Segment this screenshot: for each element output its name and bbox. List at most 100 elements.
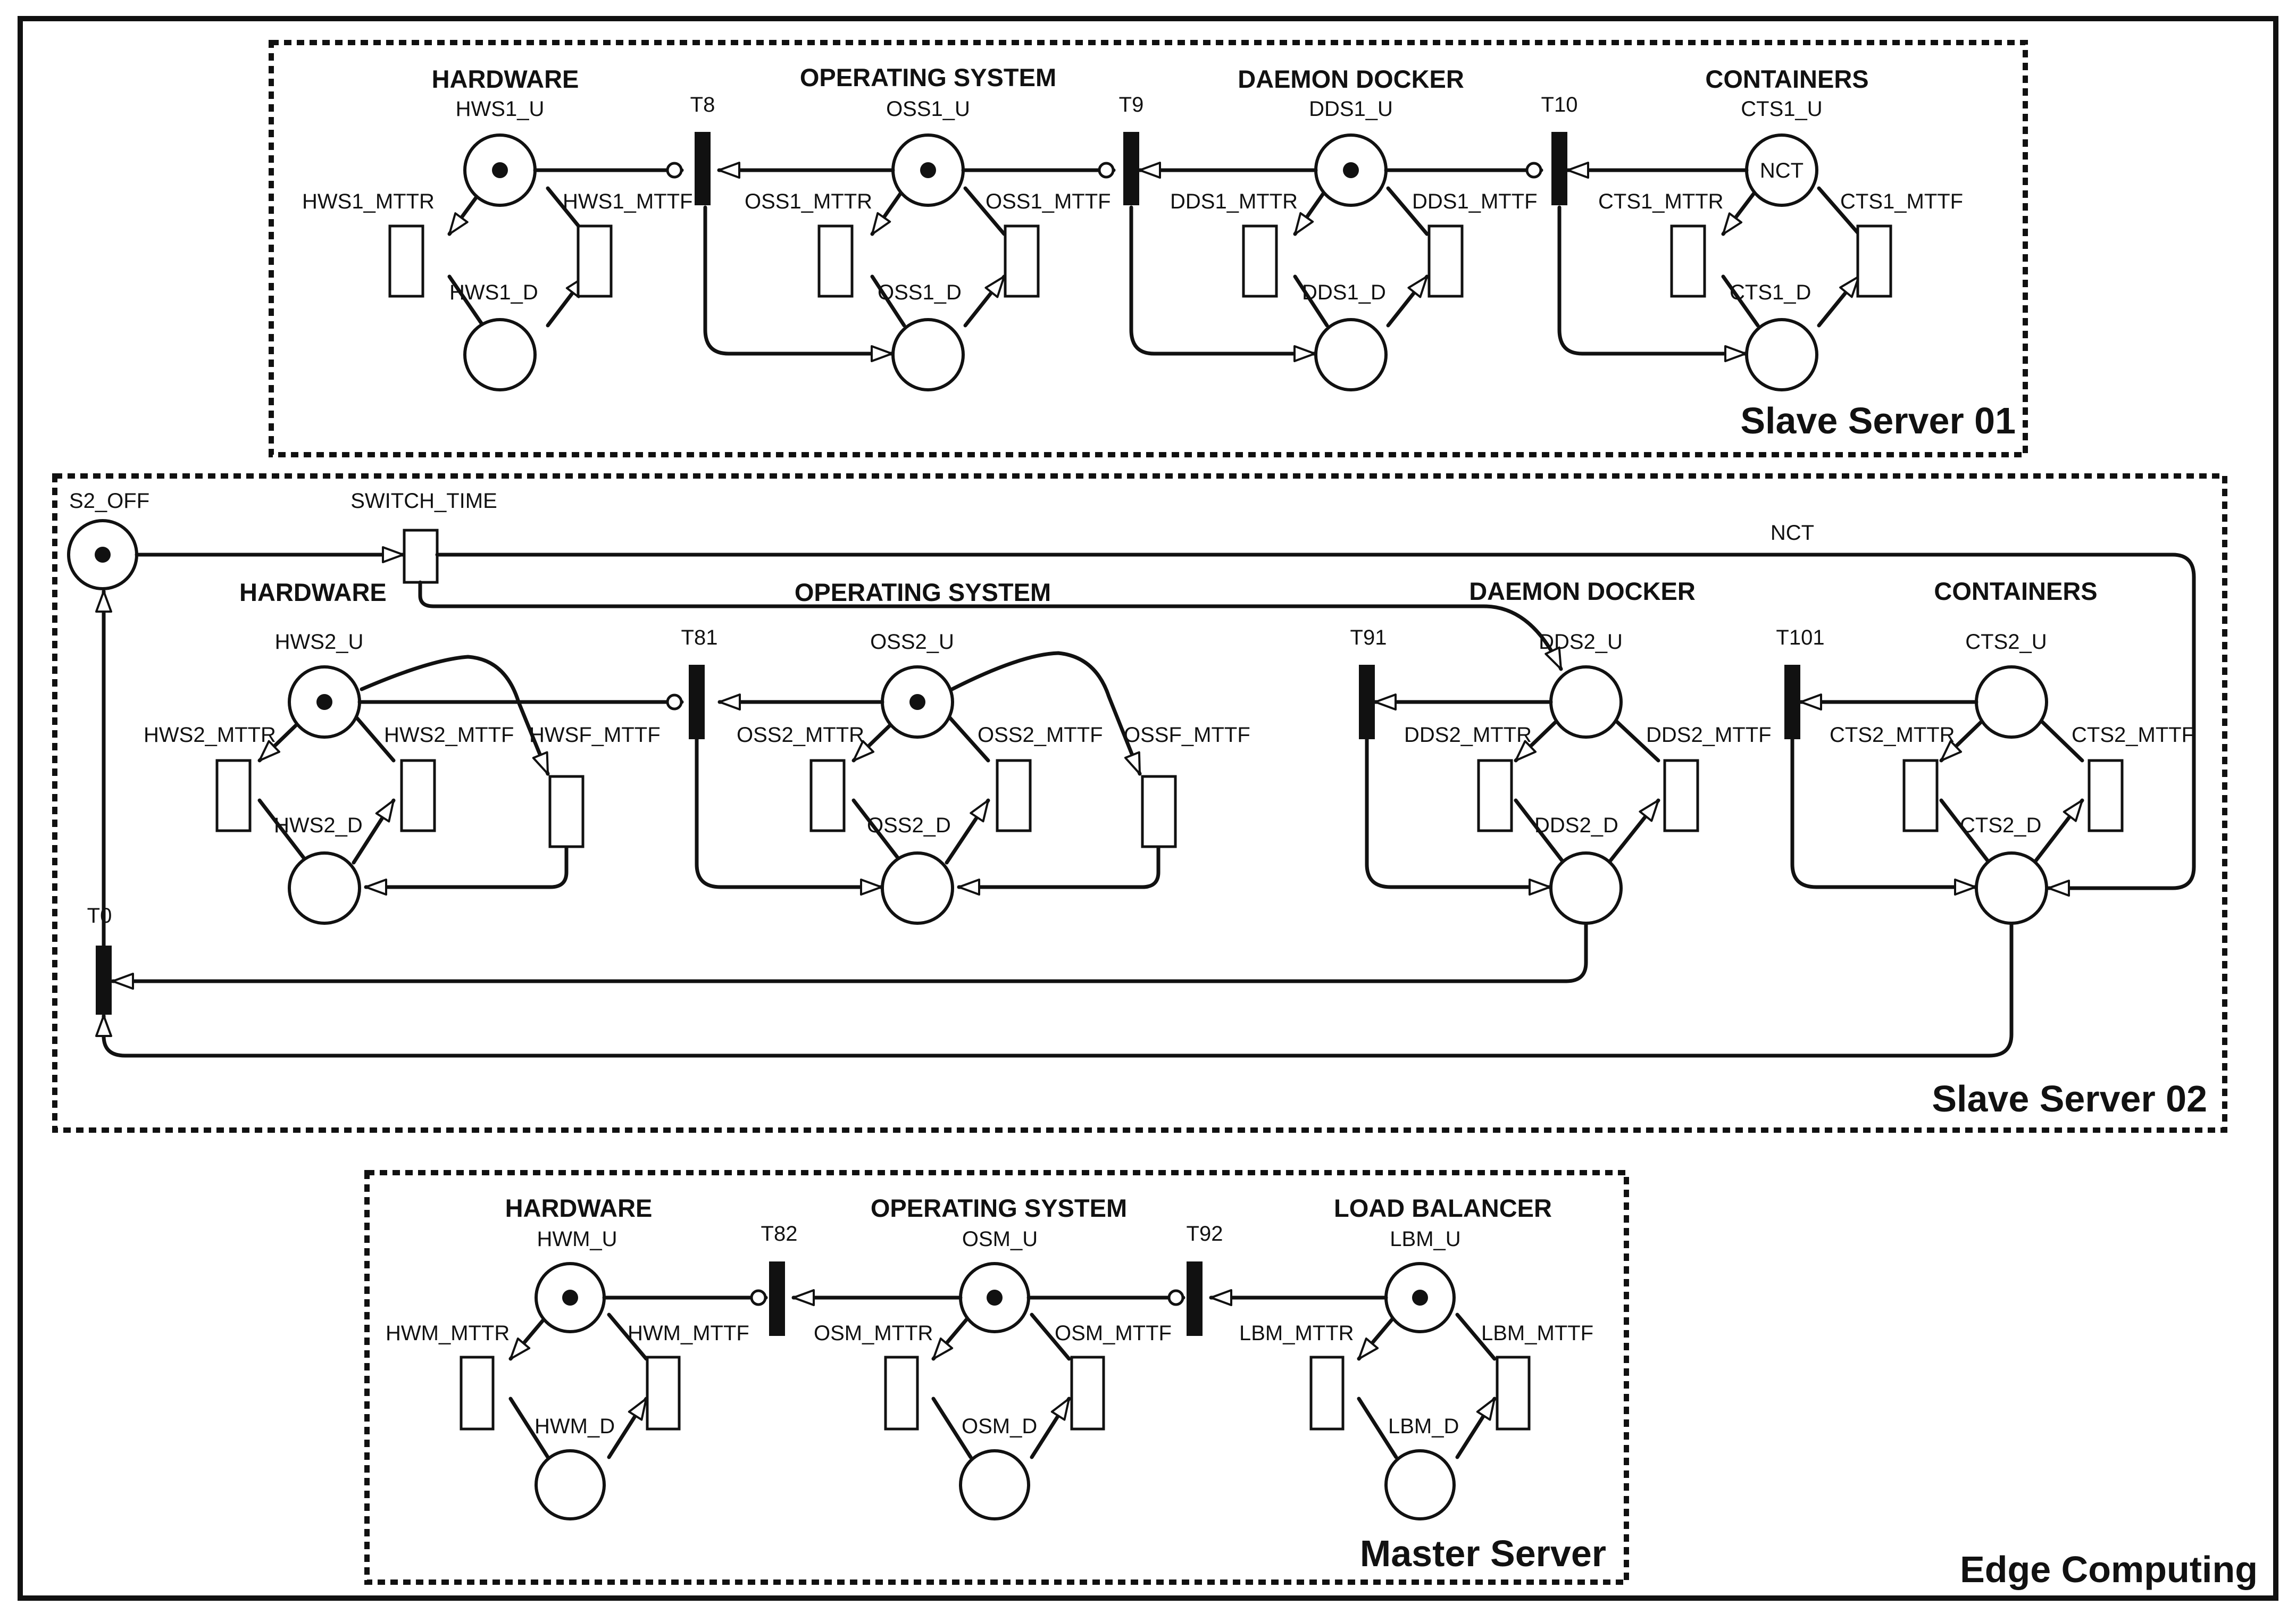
t8-label: T8 [690,93,715,116]
s1-hardware-component: HWS1_U HWS1_MTTR HWS1_MTTF HWS1_D [302,97,692,391]
s1-containers-component: NCT CTS1_U CTS1_MTTR CTS1_MTTF CTS1_D [1598,97,1963,391]
dds2-d-place [1549,851,1623,925]
t9-transition [1123,132,1139,205]
lbm-d-place [1384,1449,1456,1520]
cts1-mttf-label: CTS1_MTTF [1840,190,1963,213]
s1-daemon-component: DDS1_U DDS1_MTTR DDS1_MTTF DDS1_D [1170,97,1538,391]
hws2-mttf-label: HWS2_MTTF [384,723,514,747]
lbm-mttf-transition [1496,1356,1531,1431]
hws2-mttf-transition [400,759,436,832]
slave-server-02-box [52,473,2227,1133]
s2-daemon-component: DDS2_U DDS2_MTTR DDS2_MTTF DDS2_D [1404,630,1772,925]
t101-label: T101 [1776,626,1824,649]
s2-hardware-component: HWS2_U HWS2_MTTR HWS2_MTTF HWSF_MTTF HWS… [144,630,661,925]
oss2-d-place [881,851,954,925]
hwm-mttf-transition [646,1356,681,1431]
nct-arc-label: NCT [1771,521,1814,545]
cts1-mttf-transition [1856,224,1892,298]
lbm-mttr-transition [1309,1356,1345,1431]
osm-d-label: OSM_D [962,1415,1037,1438]
cts2-d-label: CTS2_D [1960,814,2041,837]
hwsf-mttf-transition [548,775,585,848]
lbm-u-label: LBM_U [1390,1227,1460,1251]
cts1-mttr-label: CTS1_MTTR [1598,190,1724,213]
ossf-mttf-label: OSSF_MTTF [1124,723,1250,747]
oss2-mttr-label: OSS2_MTTR [737,723,864,747]
cts2-mttr-label: CTS2_MTTR [1830,723,1955,747]
dds2-mttr-label: DDS2_MTTR [1404,723,1532,747]
hws2-mttr-label: HWS2_MTTR [144,723,276,747]
oss1-d-place [891,318,965,391]
hwm-mttr-label: HWM_MTTR [386,1322,510,1345]
hws1-mttr-transition [388,224,424,298]
hws1-u-label: HWS1_U [456,97,545,121]
m-os-component: OSM_U OSM_MTTR OSM_MTTF OSM_D [814,1227,1172,1520]
dds2-mttr-transition [1477,759,1513,832]
dds1-u-label: DDS1_U [1309,97,1393,121]
master-server-title: Master Server [1360,1533,1606,1574]
t82-transition [769,1261,785,1336]
hws2-u-label: HWS2_U [275,630,364,654]
hwsf-mttf-label: HWSF_MTTF [529,723,661,747]
cts1-u-label: CTS1_U [1741,97,1822,121]
s2-dependency-transitions: T81 T91 T101 [357,626,1978,896]
s1-os-component: OSS1_U OSS1_MTTR OSS1_MTTF OSS1_D [745,97,1111,391]
t81-label: T81 [681,626,718,649]
hws2-d-label: HWS2_D [274,814,363,837]
dds1-mttf-transition [1427,224,1464,298]
edge-computing-title: Edge Computing [1960,1549,2258,1590]
lbm-u-token [1412,1290,1428,1306]
oss1-mttr-label: OSS1_MTTR [745,190,872,213]
dds1-mttr-transition [1242,224,1278,298]
oss2-u-label: OSS2_U [870,630,954,654]
hws2-mttr-transition [215,759,252,832]
osm-u-label: OSM_U [962,1227,1038,1251]
osm-mttr-transition [884,1356,919,1431]
switch-time-label: SWITCH_TIME [350,489,497,513]
master-server: HARDWARE OPERATING SYSTEM LOAD BALANCER … [386,1194,1593,1520]
dds2-mttf-label: DDS2_MTTF [1646,723,1772,747]
dds2-mttf-transition [1663,759,1699,832]
s1-hardware-heading: HARDWARE [432,65,579,93]
oss1-mttr-transition [817,224,854,298]
hwm-d-place [535,1449,606,1520]
t91-label: T91 [1350,626,1387,649]
oss1-mttf-transition [1004,224,1040,298]
dds2-d-label: DDS2_D [1534,814,1618,837]
t82-label: T82 [761,1222,798,1246]
s2-containers-heading: CONTAINERS [1934,577,2097,605]
cts1-d-label: CTS1_D [1730,281,1811,304]
hws1-mttr-label: HWS1_MTTR [302,190,435,213]
lbm-mttr-label: LBM_MTTR [1239,1322,1354,1345]
osm-mttf-label: OSM_MTTF [1055,1322,1172,1345]
slave-server-02-title: Slave Server 02 [1932,1078,2207,1119]
hws2-d-place [288,851,361,925]
m-hardware-heading: HARDWARE [505,1194,653,1222]
hwm-mttf-label: HWM_MTTF [628,1322,749,1345]
ossf-mttf-transition [1141,775,1177,848]
t101-transition [1784,665,1800,739]
cts2-d-place [1975,851,2048,925]
cts2-mttf-transition [2088,759,2124,832]
master-server-box [364,1170,1629,1585]
slave-server-01: HARDWARE OPERATING SYSTEM DAEMON DOCKER … [302,63,1963,391]
t0-transition [96,946,112,1015]
edge-computing-border [18,16,2278,1601]
cts1-u-token-label: NCT [1760,159,1804,182]
oss1-u-label: OSS1_U [886,97,970,121]
m-lb-heading: LOAD BALANCER [1334,1194,1552,1222]
t9-label: T9 [1119,93,1144,116]
hws1-d-place [463,318,537,391]
m-os-heading: OPERATING SYSTEM [871,1194,1127,1222]
t81-transition [689,665,705,739]
hws1-d-label: HWS1_D [449,281,538,304]
s2-os-component: OSS2_U OSS2_MTTR OSS2_MTTF OSSF_MTTF OSS… [737,630,1250,925]
oss2-mttr-transition [809,759,846,832]
oss1-d-label: OSS1_D [878,281,962,304]
t92-label: T92 [1187,1222,1223,1246]
hws2-u-token [316,694,332,710]
switch-time-transition [403,529,439,584]
cts2-u-place [1975,665,2048,739]
cts2-mttf-label: CTS2_MTTF [2072,723,2194,747]
dds2-u-label: DDS2_U [1539,630,1623,654]
